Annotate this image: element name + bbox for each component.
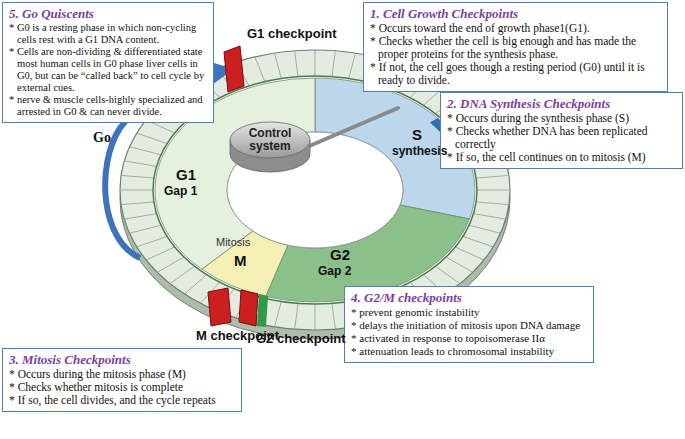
- ring-tick: [315, 50, 316, 76]
- ring-tick: [469, 225, 500, 233]
- bullet-text: * Occurs during the synthesis phase (S): [447, 112, 676, 125]
- ring-tick: [170, 266, 195, 283]
- note-box: 1. Cell Growth Checkpoints* Occurs towar…: [363, 2, 668, 92]
- ring-tick: [121, 175, 154, 178]
- ring-tick: [124, 214, 156, 219]
- checkpoint-barrier: [224, 46, 244, 92]
- ring-tick: [236, 62, 249, 86]
- bullet-text: * G0 is a resting phase in which non-cyc…: [9, 22, 207, 46]
- box-heading: 1. Cell Growth Checkpoints: [370, 6, 661, 22]
- bullet-text: * Occurs toward the end of growth phase1…: [370, 22, 661, 35]
- control-label: Control system: [238, 127, 302, 153]
- box-heading: 2. DNA Synthesis Checkpoints: [447, 96, 676, 112]
- ring-tick: [332, 51, 335, 77]
- ring-tick: [130, 225, 161, 233]
- ring-tick: [435, 266, 460, 283]
- phase-label: S: [412, 126, 422, 143]
- phase-label: M: [234, 252, 247, 269]
- ring-tick: [477, 190, 510, 191]
- phase-name: Gap 2: [318, 264, 351, 278]
- ring-tick: [218, 69, 235, 92]
- ring-tick: [274, 302, 281, 327]
- ring-tick: [473, 214, 505, 219]
- ring-tick: [295, 51, 298, 77]
- box-heading: 4. G2/M checkpoints: [351, 290, 587, 306]
- phase-name: synthesis: [392, 144, 447, 158]
- ring-tick: [121, 202, 154, 205]
- ring-tick: [157, 257, 184, 272]
- phase-name: Gap 1: [164, 184, 197, 198]
- checkpoint-barrier: [208, 288, 231, 326]
- bullet-text: * nerve & muscle cells-highly specialize…: [9, 94, 207, 118]
- checkpoint-label: G1 checkpoint: [247, 26, 337, 41]
- ring-tick: [124, 161, 156, 166]
- ring-tick: [130, 147, 161, 155]
- note-box: 2. DNA Synthesis Checkpoints* Occurs dur…: [440, 92, 683, 169]
- ring-tick: [315, 304, 316, 330]
- control-needle: [300, 108, 398, 150]
- bullet-text: * Cells are non-dividing & differentiate…: [9, 46, 207, 94]
- bullet-text: * If so, the cell divides, and the cycle…: [9, 394, 235, 407]
- bullet-text: * If not, the cell goes though a resting…: [370, 61, 661, 87]
- control-disc: Control system: [228, 118, 312, 176]
- disc-top: [230, 122, 310, 158]
- ring-tick: [476, 202, 509, 205]
- ring-tick: [137, 133, 167, 144]
- checkpoint-label: G2 checkpoint: [256, 331, 346, 346]
- checkpoint-barrier: [239, 290, 258, 326]
- ring-tick: [349, 53, 356, 78]
- ring-tick: [218, 289, 235, 312]
- ring-tick: [137, 236, 167, 247]
- box-heading: 5. Go Quiscents: [9, 6, 207, 22]
- ring-tick: [200, 282, 219, 303]
- bullet-text: * delays the initiation of mitosis upon …: [351, 319, 587, 332]
- bullet-text: * Checks whether mitosis is complete: [9, 381, 235, 394]
- bullet-text: * prevent genomic instability: [351, 306, 587, 319]
- ring-tick: [185, 275, 207, 294]
- bullet-text: * Checks whether the cell is big enough …: [370, 35, 661, 61]
- phase-label: Go: [93, 130, 111, 146]
- ring-tick: [463, 236, 493, 247]
- bullet-text: * activated in response to topoisomerase…: [351, 332, 587, 345]
- ring-tick: [236, 294, 249, 318]
- ring-tick: [255, 298, 265, 323]
- ring-tick: [255, 57, 265, 82]
- note-box: 5. Go Quiscents* G0 is a resting phase i…: [2, 2, 214, 123]
- bullet-text: * attenuation leads to chromosomal insta…: [351, 345, 587, 358]
- bullet-text: * Occurs during the mitosis phase (M): [9, 368, 235, 381]
- bullet-text: * Checks whether DNA has been replicated…: [447, 125, 676, 151]
- ring-tick: [455, 247, 484, 260]
- checkpoint-stripe: [257, 294, 268, 327]
- phase-name: Mitosis: [216, 236, 250, 248]
- ring-tick: [274, 53, 281, 78]
- ring-tick: [332, 303, 335, 329]
- phase-label: G1: [176, 166, 196, 183]
- ring-tick: [446, 257, 473, 272]
- ring-tick: [146, 247, 175, 260]
- bullet-text: * If so, the cell continues on to mitosi…: [447, 151, 676, 164]
- ring-tick: [476, 175, 509, 178]
- box-heading: 3. Mitosis Checkpoints: [9, 352, 235, 368]
- note-box: 4. G2/M checkpoints* prevent genomic ins…: [344, 286, 594, 363]
- ring-tick: [120, 190, 153, 191]
- phase-label: G2: [330, 246, 350, 263]
- ring-tick: [295, 303, 298, 329]
- note-box: 3. Mitosis Checkpoints* Occurs during th…: [2, 348, 242, 412]
